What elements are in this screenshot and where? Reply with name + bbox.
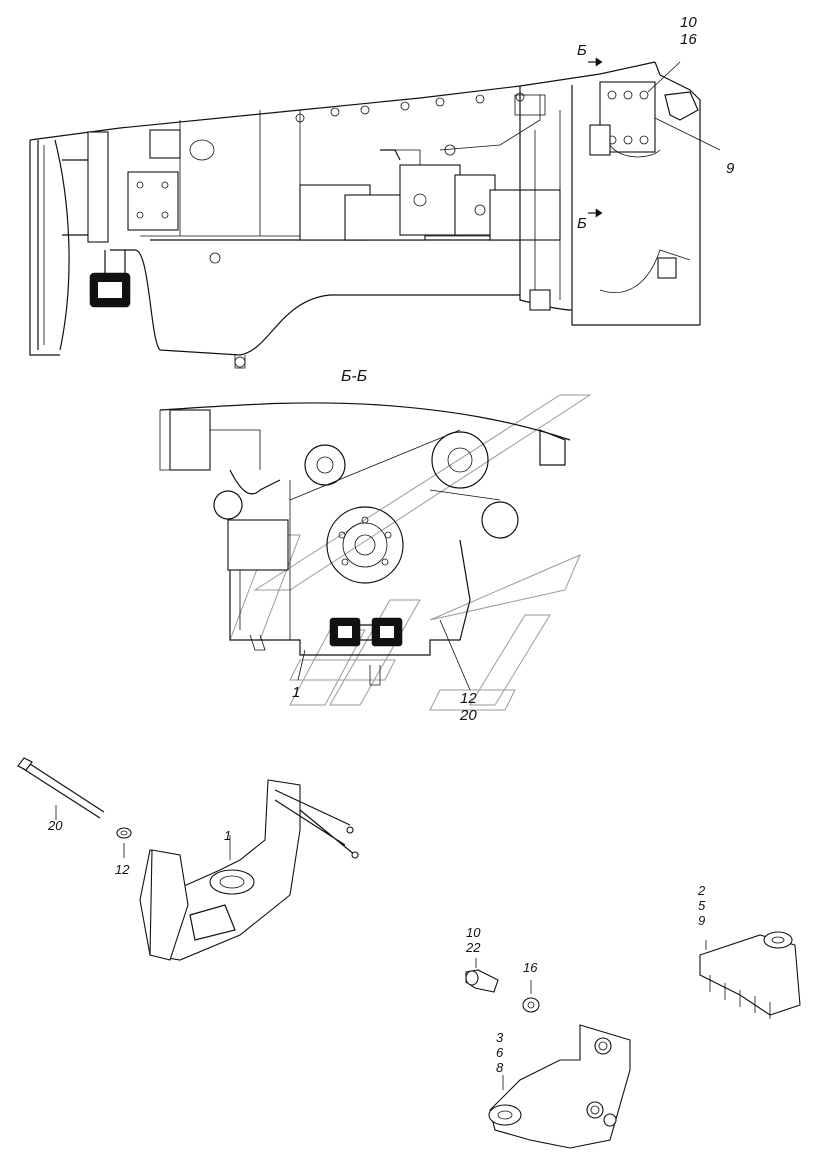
callout-part-12: 12 [115,862,130,877]
callout-part-16: 16 [523,960,538,975]
part-nut [116,827,132,858]
callout-part-22: 22 [466,940,481,955]
callout-part-1: 1 [224,828,232,843]
callout-part-6: 6 [496,1045,504,1060]
part-long-bolt [17,757,105,820]
callout-10-16: 10 16 [680,14,697,48]
part-bracket-bottom [488,1024,631,1149]
part-engine-mount [139,779,359,961]
callout-12: 12 [460,690,477,707]
callout-9: 9 [726,160,735,177]
callout-part-5: 5 [698,898,706,913]
callout-10: 10 [680,14,697,31]
section-view [159,394,592,711]
callout-3-6-8: 3 6 8 [496,1030,503,1075]
callout-part-8: 8 [496,1060,504,1075]
side-rubber-mount [89,250,131,308]
section-marker-top: Б [577,42,587,59]
callout-part-10: 10 [466,925,481,940]
starter-assembly [299,95,561,241]
transmission-housing [519,61,701,326]
engine-side-view [29,57,721,369]
callout-part-9: 9 [698,913,706,928]
section-title: Б-Б [341,368,368,385]
callout-16: 16 [680,31,697,48]
callout-12-20: 12 20 [460,690,477,724]
crank-pulley [326,506,404,584]
callout-1: 1 [292,684,301,701]
callout-2-5-9: 2 5 9 [698,883,705,928]
callout-20: 20 [460,707,477,724]
part-washer [522,980,540,1013]
part-bracket-right [699,931,801,1019]
callout-10-22: 10 22 [466,925,480,955]
callout-part-20: 20 [48,818,63,833]
part-small-bolt [465,958,499,993]
callout-part-3: 3 [496,1030,504,1045]
callout-part-2: 2 [698,883,706,898]
section-rubber-mounts [329,617,403,647]
section-marker-bottom: Б [577,215,587,232]
